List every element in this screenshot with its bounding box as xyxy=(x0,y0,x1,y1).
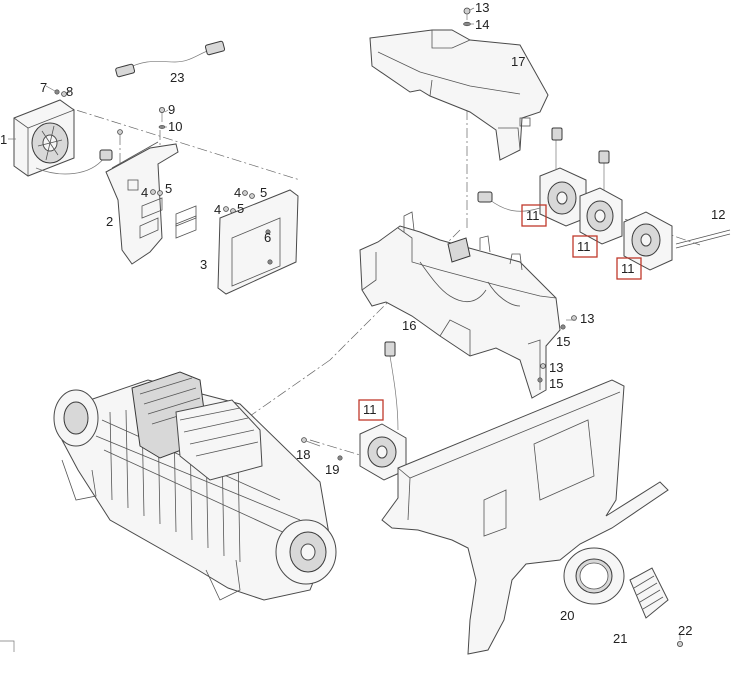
label-14: 14 xyxy=(475,17,489,32)
label-8: 8 xyxy=(66,84,73,99)
fan-11-c xyxy=(623,211,673,271)
label-4-b: 4 xyxy=(234,185,241,200)
gasket-20 xyxy=(563,547,625,605)
label-22: 22 xyxy=(678,623,692,638)
label-10: 10 xyxy=(168,119,182,134)
plate-3 xyxy=(217,189,299,295)
label-11-c: 11 xyxy=(621,261,635,276)
label-6: 6 xyxy=(264,230,271,245)
label-4-c: 4 xyxy=(214,202,221,217)
washer-7 xyxy=(54,89,60,95)
fan-11-a xyxy=(477,127,587,227)
label-19: 19 xyxy=(325,462,339,477)
label-5-b: 5 xyxy=(260,185,267,200)
label-16: 16 xyxy=(402,318,416,333)
label-21: 21 xyxy=(613,631,627,646)
screws-18-19 xyxy=(301,437,343,461)
label-17: 17 xyxy=(511,54,525,69)
label-15-a: 15 xyxy=(556,334,570,349)
fan-11-lower xyxy=(359,341,407,481)
grille-21 xyxy=(629,567,669,619)
callout-box-11-d xyxy=(358,399,384,421)
nut-8 xyxy=(61,91,67,97)
screw-13-top xyxy=(463,7,471,27)
label-23: 23 xyxy=(170,70,184,85)
fan-11-b xyxy=(579,150,623,245)
label-20: 20 xyxy=(560,608,574,623)
part-labels: 1 2 3 4 5 4 5 4 5 6 7 8 9 10 11 11 11 11… xyxy=(0,0,725,646)
label-12: 12 xyxy=(711,207,725,222)
callout-box-11-a xyxy=(521,204,547,227)
callout-box-11-b xyxy=(572,235,598,258)
label-1: 1 xyxy=(0,132,7,147)
cover-17 xyxy=(369,29,549,161)
bracket-2 xyxy=(105,141,197,265)
fan-frame-16 xyxy=(359,211,561,399)
assembly-centerlines xyxy=(59,104,701,456)
screw-22 xyxy=(677,641,684,648)
label-13-a: 13 xyxy=(475,0,489,15)
label-5-a: 5 xyxy=(165,181,172,196)
screws-13-15 xyxy=(537,315,577,383)
label-11-b: 11 xyxy=(577,239,591,254)
fan-1 xyxy=(13,99,113,177)
corner-mark xyxy=(0,640,15,652)
label-13-c: 13 xyxy=(549,360,563,375)
label-9: 9 xyxy=(168,102,175,117)
label-11-a: 11 xyxy=(526,208,540,223)
label-4-a: 4 xyxy=(141,185,148,200)
supercharger xyxy=(53,371,337,601)
label-5-c: 5 xyxy=(237,201,244,216)
leader-lines xyxy=(8,7,681,640)
label-11-d: 11 xyxy=(363,402,377,417)
label-18: 18 xyxy=(296,447,310,462)
label-13-b: 13 xyxy=(580,311,594,326)
label-15-b: 15 xyxy=(549,376,563,391)
callout-box-11-c xyxy=(616,257,642,280)
rod-12 xyxy=(675,229,731,249)
label-2: 2 xyxy=(106,214,113,229)
label-7: 7 xyxy=(40,80,47,95)
cable-harness-23 xyxy=(115,40,226,78)
side-panel xyxy=(381,379,669,655)
label-3: 3 xyxy=(200,257,207,272)
